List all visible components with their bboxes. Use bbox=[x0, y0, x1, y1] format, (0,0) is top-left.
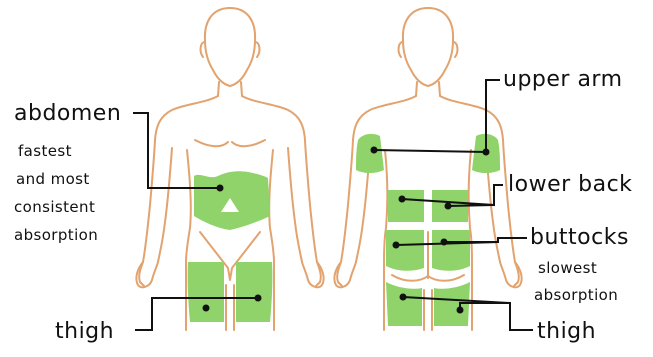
abdomen-note-line-3: consistent bbox=[14, 198, 95, 216]
lower-back-dot-left bbox=[399, 196, 406, 203]
back-injection-zones bbox=[356, 134, 500, 326]
buttocks-left-zone bbox=[386, 230, 424, 271]
abdomen-label: abdomen bbox=[14, 101, 121, 126]
buttocks-note-line-1: slowest bbox=[538, 259, 597, 277]
abdomen-dot bbox=[217, 185, 224, 192]
back-thigh-dot-right bbox=[457, 307, 464, 314]
front-thigh-dot-right bbox=[255, 295, 262, 302]
buttocks-note-line-2: absorption bbox=[534, 286, 618, 304]
abdomen-zone bbox=[194, 171, 270, 230]
buttocks-right-zone bbox=[432, 230, 470, 271]
front-thigh-dot-left bbox=[203, 305, 210, 312]
lower-back-label: lower back bbox=[508, 172, 632, 197]
upper-arm-label: upper arm bbox=[503, 67, 623, 92]
back-thigh-left-zone bbox=[386, 282, 422, 326]
lower-back-dot-right bbox=[445, 203, 452, 210]
buttocks-label: buttocks bbox=[530, 225, 629, 250]
abdomen-note-line-2: and most bbox=[16, 170, 90, 188]
abdomen-note-line-1: fastest bbox=[18, 142, 72, 160]
buttocks-dot-left bbox=[393, 242, 400, 249]
left-upper-arm-zone bbox=[356, 134, 384, 173]
upper-arm-dot-left bbox=[371, 147, 378, 154]
front-thigh-label: thigh bbox=[55, 319, 114, 344]
left-thigh-zone-front bbox=[188, 262, 224, 322]
front-body-outline bbox=[136, 8, 323, 330]
back-thigh-dot-left bbox=[400, 294, 407, 301]
upper-arm-dot-right bbox=[483, 149, 490, 156]
abdomen-note-line-4: absorption bbox=[14, 226, 98, 244]
right-thigh-zone-front bbox=[236, 262, 272, 322]
back-thigh-label: thigh bbox=[537, 319, 596, 344]
lower-back-left-zone bbox=[388, 190, 424, 222]
buttocks-dot-right bbox=[441, 239, 448, 246]
